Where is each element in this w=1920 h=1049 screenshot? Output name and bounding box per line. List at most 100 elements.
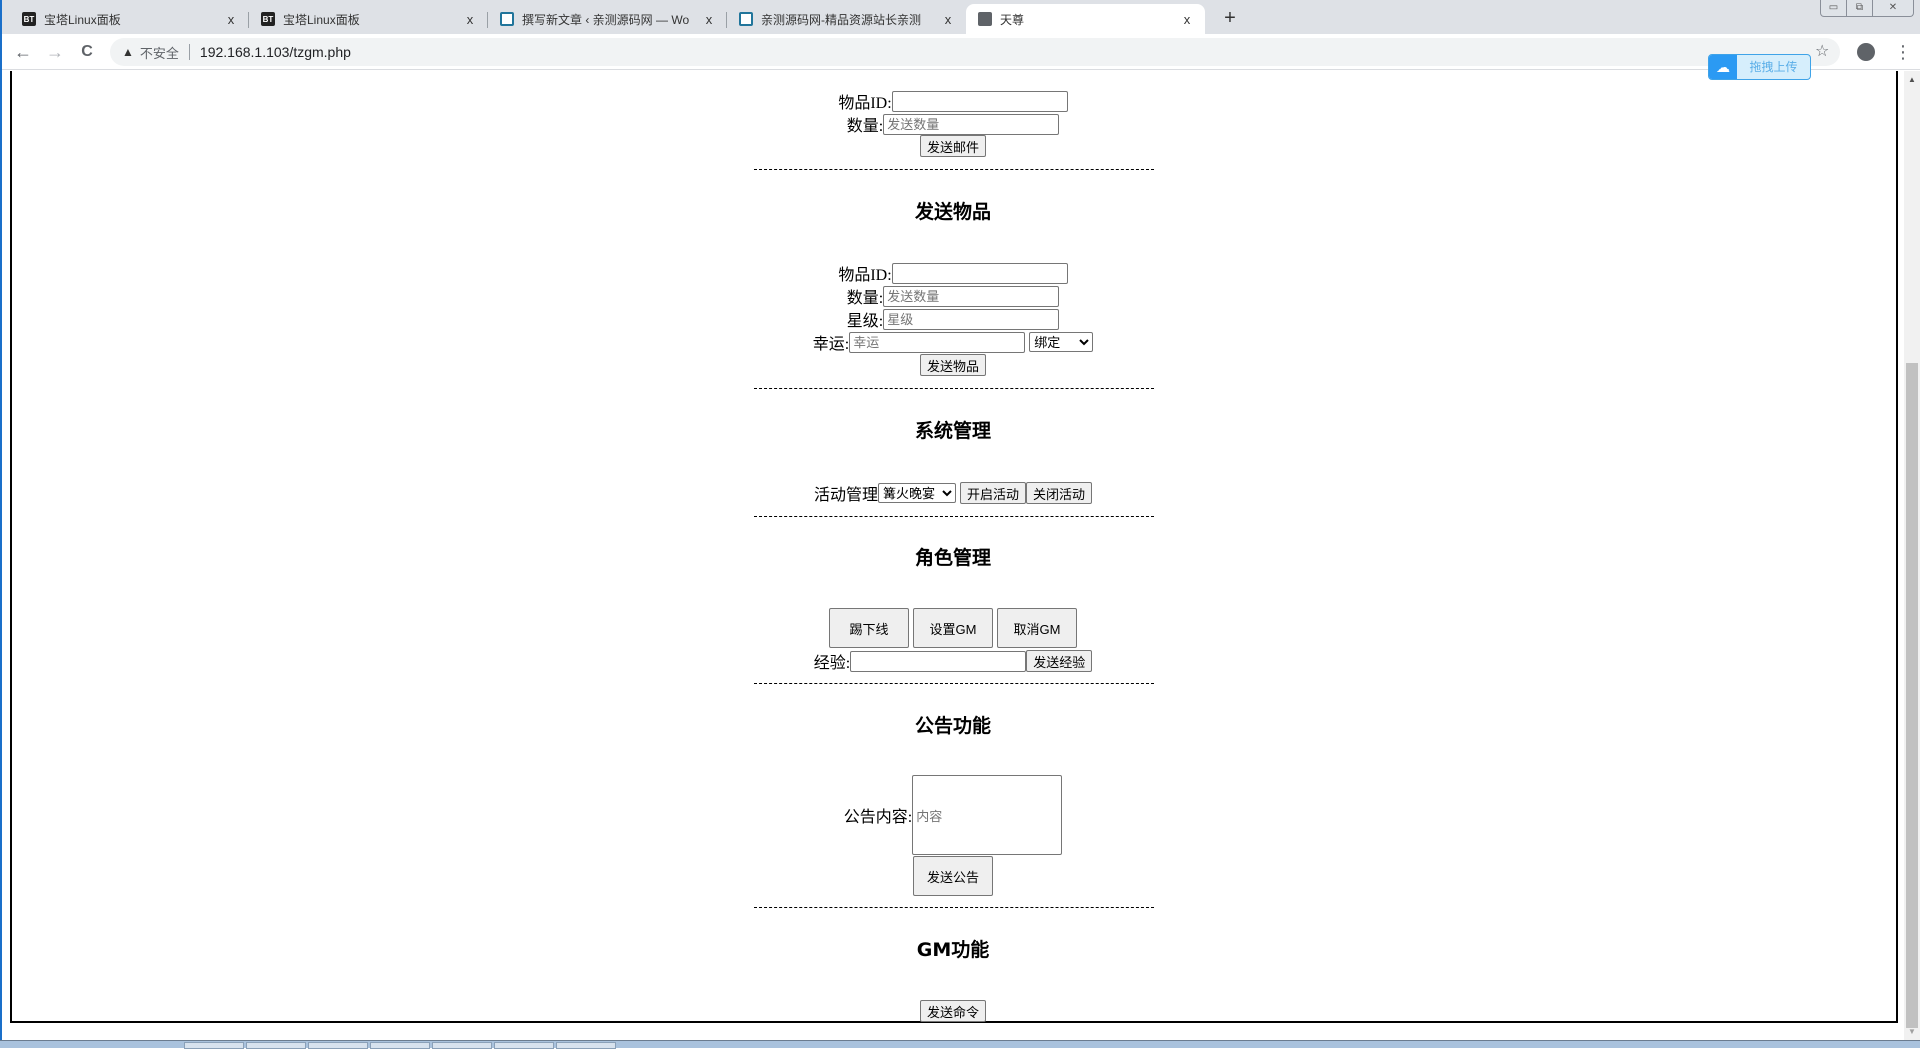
item-qty-label: 数量: [846,290,884,307]
tab-wordpress-site[interactable]: W 亲测源码网-精品资源站长亲测 x [727,4,966,34]
mail-qty-input[interactable] [883,113,1060,135]
tab-separator [248,12,249,28]
mail-item-id-input[interactable] [891,90,1068,112]
window-controls: ▭ ⧉ ✕ [1820,0,1914,17]
mail-qty-row: 数量: [0,112,1900,136]
notice-submit-row: 发送公告 [0,856,1900,896]
close-icon[interactable]: x [466,11,474,27]
page-border-box [10,71,1898,1023]
page-viewport: 物品ID: 数量: 发送邮件 发送物品 物品ID: 数量: 星级: 幸运: 绑定… [0,71,1900,1040]
globe-icon [978,12,992,26]
activity-select[interactable]: 篝火晚宴 [877,483,956,503]
browser-toolbar: ← → C ▲ 不安全 192.168.1.103/tzgm.php ☆ ⋮ [0,34,1920,70]
send-exp-button[interactable]: 发送经验 [1026,650,1093,672]
item-id-row: 物品ID: [0,261,1900,285]
divider [754,169,1154,170]
omnibox-divider [188,44,190,60]
tab-separator [487,12,488,28]
security-status[interactable]: 不安全 [139,45,179,61]
activity-row: 活动管理篝火晚宴 开启活动关闭活动 [0,481,1900,505]
tab-tianzun[interactable]: 天尊 x [966,4,1205,34]
forward-button[interactable]: → [46,42,64,62]
set-gm-button[interactable]: 设置GM [913,608,993,648]
notice-heading: 公告功能 [914,715,991,737]
item-id-label: 物品ID: [838,267,892,284]
item-id-input[interactable] [891,262,1068,284]
new-tab-button[interactable]: + [1224,7,1236,29]
notice-content-row: 公告内容: [0,775,1900,855]
bookmark-star-icon[interactable]: ☆ [1815,43,1830,60]
divider [754,683,1154,684]
item-submit-row: 发送物品 [0,354,1900,376]
tab-title: 撰写新文章 ‹ 亲测源码网 — Wo [522,12,690,27]
scrollbar-thumb[interactable] [1906,363,1918,1028]
cloud-icon: ☁ [1709,55,1737,79]
tab-separator [726,12,727,28]
url-text[interactable]: 192.168.1.103/tzgm.php [199,44,351,60]
page-scrollbar[interactable]: ▲ ▼ [1904,71,1920,1040]
tab-title: 宝塔Linux面板 [44,12,121,27]
item-qty-row: 数量: [0,284,1900,308]
item-star-input[interactable] [883,308,1060,330]
gm-submit-row: 发送命令 [0,1000,1900,1022]
exp-label: 经验: [813,655,851,672]
profile-avatar-icon[interactable] [1857,43,1875,61]
role-heading: 角色管理 [914,547,991,569]
tab-wordpress-editor[interactable]: W 撰写新文章 ‹ 亲测源码网 — Wo x [488,4,727,34]
activity-label: 活动管理 [813,487,878,504]
role-actions-row: 踢下线 设置GM 取消GM [0,608,1900,648]
bt-icon: BT [22,12,36,26]
notice-content-textarea[interactable] [912,775,1063,855]
minimize-button[interactable]: ▭ [1821,0,1847,16]
close-activity-button[interactable]: 关闭活动 [1026,482,1093,504]
mail-item-id-label: 物品ID: [838,95,892,112]
close-window-button[interactable]: ✕ [1888,2,1898,13]
tab-title: 宝塔Linux面板 [283,12,360,27]
kick-offline-button[interactable]: 踢下线 [829,608,909,648]
tab-bar: BT 宝塔Linux面板 x BT 宝塔Linux面板 x W 撰写新文章 ‹ … [0,0,1920,34]
divider [754,516,1154,517]
warning-icon[interactable]: ▲ [122,45,134,59]
close-icon[interactable]: x [1183,11,1191,27]
system-heading: 系统管理 [914,420,991,442]
send-mail-button[interactable]: 发送邮件 [919,135,986,157]
mail-qty-label: 数量: [846,118,884,135]
item-star-label: 星级: [846,313,884,330]
menu-icon[interactable]: ⋮ [1894,42,1912,62]
item-luck-label: 幸运: [812,336,850,353]
tab-bt-panel-2[interactable]: BT 宝塔Linux面板 x [249,4,488,34]
os-taskbar [0,1040,1920,1049]
open-activity-button[interactable]: 开启活动 [959,482,1026,504]
close-icon[interactable]: x [944,11,952,27]
upload-label: 拖拽上传 [1749,60,1798,74]
bind-select[interactable]: 绑定 [1029,332,1094,352]
exp-input[interactable] [850,650,1027,672]
bt-icon: BT [261,12,275,26]
reload-button[interactable]: C [81,43,93,60]
scroll-up-arrow-icon[interactable]: ▲ [1908,75,1916,84]
divider [754,388,1154,389]
item-qty-input[interactable] [883,285,1060,307]
notice-content-label: 公告内容: [843,809,913,826]
back-button[interactable]: ← [14,42,32,62]
send-item-button[interactable]: 发送物品 [919,354,986,376]
tab-bt-panel-1[interactable]: BT 宝塔Linux面板 x [10,4,249,34]
close-icon[interactable]: x [705,11,713,27]
mail-submit-row: 发送邮件 [0,135,1900,157]
cancel-gm-button[interactable]: 取消GM [997,608,1077,648]
restore-button[interactable]: ⧉ [1847,0,1873,16]
address-bar[interactable]: ▲ 不安全 192.168.1.103/tzgm.php [110,38,1840,66]
close-icon[interactable]: x [227,11,235,27]
gm-heading: GM功能 [916,939,990,961]
send-item-heading: 发送物品 [914,201,991,223]
scroll-down-arrow-icon[interactable]: ▼ [1908,1027,1916,1036]
drag-upload-widget[interactable]: ☁ 拖拽上传 [1708,54,1811,80]
desktop-edge [0,0,2,1048]
send-notice-button[interactable]: 发送公告 [913,856,993,896]
send-command-button[interactable]: 发送命令 [919,1000,986,1022]
exp-row: 经验: 发送经验 [0,649,1900,673]
wordpress-icon: W [500,12,514,26]
divider [754,907,1154,908]
item-luck-input[interactable] [849,331,1026,353]
tab-title: 亲测源码网-精品资源站长亲测 [761,12,921,27]
